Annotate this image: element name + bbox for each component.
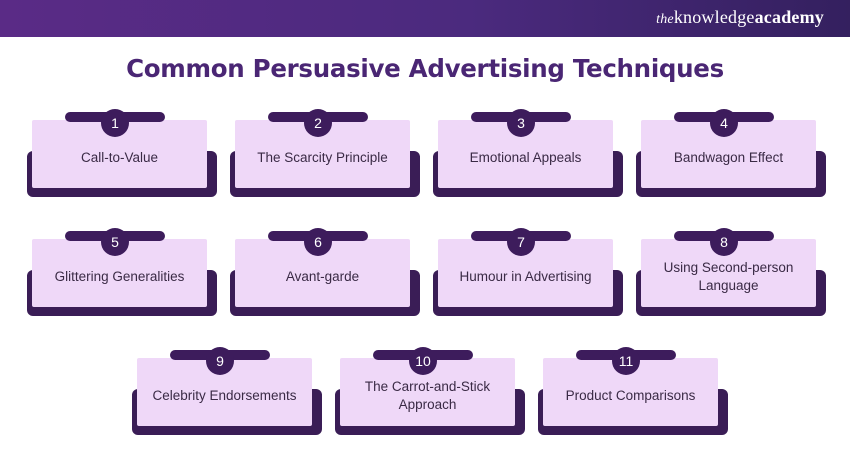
technique-card: Bandwagon Effect 4 — [636, 109, 826, 197]
header-bar: theknowledgeacademy — [0, 0, 850, 37]
technique-number: 1 — [101, 109, 129, 137]
technique-card: Celebrity Endorsements 9 — [132, 347, 322, 435]
technique-number: 5 — [101, 228, 129, 256]
technique-label: Product Comparisons — [565, 388, 696, 403]
technique-card: Using Second-person Language 8 — [636, 228, 826, 316]
technique-card: The Scarcity Principle 2 — [230, 109, 420, 197]
page-title: Common Persuasive Advertising Techniques — [126, 54, 724, 83]
technique-number: 2 — [304, 109, 332, 137]
technique-number: 11 — [612, 347, 640, 375]
technique-number: 3 — [507, 109, 535, 137]
card-panel: Product Comparisons — [543, 358, 718, 426]
card-panel: The Carrot-and-Stick Approach — [340, 358, 515, 426]
technique-number: 8 — [710, 228, 738, 256]
technique-card: Call-to-Value 1 — [27, 109, 217, 197]
technique-number: 6 — [304, 228, 332, 256]
technique-number: 10 — [409, 347, 437, 375]
technique-card: Glittering Generalities 5 — [27, 228, 217, 316]
technique-card: Avant-garde 6 — [230, 228, 420, 316]
technique-label: Using Second-person Language — [663, 260, 794, 293]
technique-label: Avant-garde — [285, 269, 360, 284]
brand-logo: theknowledgeacademy — [656, 7, 824, 27]
technique-label: The Carrot-and-Stick Approach — [364, 379, 491, 412]
technique-card: Humour in Advertising 7 — [433, 228, 623, 316]
technique-label: Emotional Appeals — [469, 150, 582, 165]
technique-number: 7 — [507, 228, 535, 256]
technique-card: Product Comparisons 11 — [538, 347, 728, 435]
technique-card: Emotional Appeals 3 — [433, 109, 623, 197]
technique-label: Glittering Generalities — [54, 269, 185, 284]
technique-label: Celebrity Endorsements — [152, 388, 297, 403]
technique-label: Call-to-Value — [80, 150, 159, 165]
technique-label: The Scarcity Principle — [257, 150, 388, 165]
technique-number: 9 — [206, 347, 234, 375]
technique-label: Humour in Advertising — [459, 269, 592, 284]
technique-card: The Carrot-and-Stick Approach 10 — [335, 347, 525, 435]
technique-number: 4 — [710, 109, 738, 137]
technique-label: Bandwagon Effect — [673, 150, 784, 165]
